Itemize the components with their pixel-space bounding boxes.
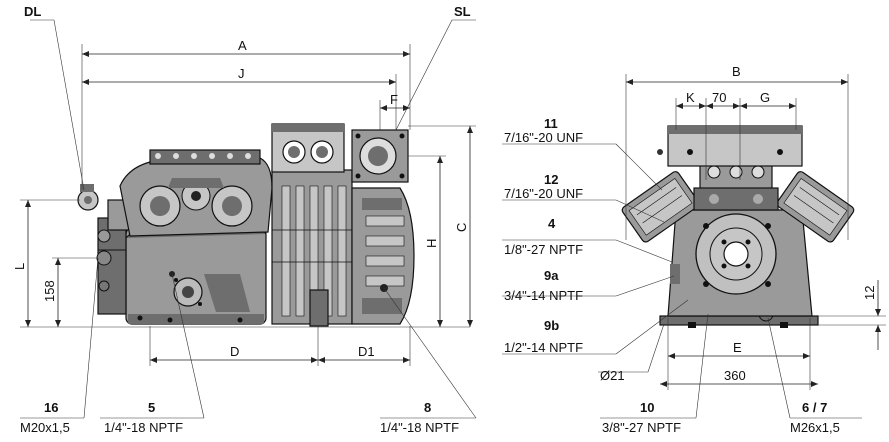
dim-f: F — [390, 92, 398, 107]
side-cylinder-heads — [119, 149, 273, 237]
note-5-spec: 1/4"-18 NPTF — [104, 420, 183, 435]
front-leaders — [502, 143, 862, 419]
dim-d1: D1 — [358, 344, 375, 359]
dim-h: H — [424, 239, 439, 248]
side-terminal-box — [271, 123, 345, 173]
side-view: DL SL A J F C H L 158 D D1 16 M20x1,5 5 … — [12, 4, 477, 435]
note-12-spec: 7/16"-20 UNF — [504, 186, 583, 201]
note-9a-id: 9a — [544, 268, 559, 283]
side-dimension-lines — [20, 44, 476, 366]
note-4-id: 4 — [548, 216, 556, 231]
dim-c: C — [454, 223, 469, 232]
dim-j: J — [238, 66, 245, 81]
front-housing — [667, 209, 813, 317]
side-rear-cover — [351, 187, 415, 325]
note-9a-spec: 3/4"-14 NPTF — [504, 288, 583, 303]
side-labels: DL SL A J F C H L 158 D D1 16 M20x1,5 5 … — [12, 4, 471, 435]
note-10-id: 10 — [640, 400, 654, 415]
note-11-spec: 7/16"-20 UNF — [504, 130, 583, 145]
front-left-head — [621, 171, 700, 243]
note-9b-spec: 1/2"-14 NPTF — [504, 340, 583, 355]
front-view: B K 70 G E 360 12 Ø21 11 7/16"-20 UNF 12… — [502, 64, 886, 435]
side-motor-housing — [271, 169, 353, 327]
dim-l: L — [12, 263, 27, 270]
front-terminal-box — [657, 125, 803, 167]
note-5-id: 5 — [148, 400, 155, 415]
note-11-id: 11 — [544, 116, 558, 131]
note-16-spec: M20x1,5 — [20, 420, 70, 435]
dim-g: G — [760, 90, 770, 105]
side-crankcase — [125, 224, 267, 325]
dim-a: A — [238, 38, 247, 53]
front-labels: B K 70 G E 360 12 Ø21 11 7/16"-20 UNF 12… — [504, 64, 877, 435]
dim-k: K — [686, 90, 695, 105]
note-8-id: 8 — [424, 400, 431, 415]
note-6-7-id: 6 / 7 — [802, 400, 827, 415]
dim-e: E — [733, 340, 742, 355]
front-dimension-lines — [625, 74, 886, 390]
note-10-spec: 3/8"-27 NPTF — [602, 420, 681, 435]
sl-callout: SL — [454, 4, 471, 19]
side-suction-flange — [351, 129, 409, 183]
dl-callout: DL — [24, 4, 41, 19]
dim-dia21: Ø21 — [600, 368, 625, 383]
dim-12: 12 — [862, 286, 877, 300]
dim-158: 158 — [42, 280, 57, 302]
note-12-id: 12 — [544, 172, 558, 187]
side-front-bearing — [96, 199, 131, 315]
dim-b: B — [732, 64, 741, 79]
note-16-id: 16 — [44, 400, 58, 415]
note-6-7-spec: M26x1,5 — [790, 420, 840, 435]
side-discharge-valve — [77, 184, 99, 211]
dim-360: 360 — [724, 368, 746, 383]
front-right-head — [776, 171, 855, 243]
note-9b-id: 9b — [544, 318, 559, 333]
side-leaders — [20, 19, 477, 419]
dim-70: 70 — [712, 90, 726, 105]
note-4-spec: 1/8"-27 NPTF — [504, 242, 583, 257]
note-8-spec: 1/4"-18 NPTF — [380, 420, 459, 435]
dim-d: D — [230, 344, 239, 359]
